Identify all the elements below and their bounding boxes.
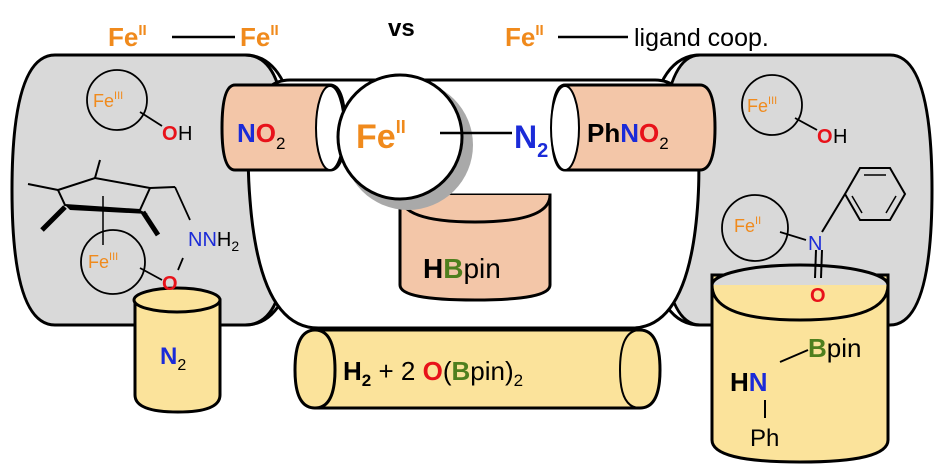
right-bpin-label: Bpin	[808, 333, 861, 363]
phno2-tube	[550, 83, 717, 172]
central-fe: FeII	[356, 117, 406, 156]
fe-iii-circle-right	[741, 74, 803, 136]
central-fe-circle	[336, 73, 512, 210]
fe-iii-circle-top	[86, 69, 148, 131]
left-oxygen-bottom: O	[162, 273, 178, 295]
right-oxygen-bottom: O	[810, 285, 826, 307]
header-left-fe2: FeII	[240, 22, 279, 52]
right-nitrogen: N	[808, 233, 822, 255]
left-oxygen-top: O	[162, 123, 178, 145]
right-ph-label: Ph	[750, 425, 779, 452]
no2-tube	[220, 83, 347, 172]
header-left-fe1: FeII	[108, 22, 147, 52]
right-oxygen-top: O	[817, 126, 833, 148]
no2-label: NO2	[237, 118, 285, 153]
right-hydrogen-top: H	[833, 126, 847, 148]
header-ligand-coop: ligand coop.	[634, 24, 769, 52]
cp-star-ring	[27, 159, 191, 271]
n-b-bond	[779, 349, 809, 363]
central-n2: N2	[514, 119, 548, 162]
phenyl-ring	[821, 167, 907, 233]
right-fe-iii: FeIII	[747, 95, 777, 116]
fe-ii-circle-right	[721, 194, 789, 262]
right-fe-ii: FeII	[734, 215, 761, 236]
left-nnh2: NNH2	[188, 229, 239, 254]
left-hydrogen-top: H	[178, 123, 192, 145]
left-inner-structures	[27, 69, 191, 295]
right-hn-label: HN	[730, 367, 768, 397]
right-inner-structures	[721, 74, 907, 279]
header-right-fe: FeII	[505, 22, 544, 52]
fe-iii-circle-bottom	[80, 229, 146, 295]
hbpin-label: HBpin	[423, 253, 501, 284]
left-fe-iii-top: FeIII	[93, 90, 123, 111]
right-hnbpin-pipe	[710, 263, 890, 464]
bottom-yellow-tube	[293, 328, 662, 410]
bottom-reaction-label: H2 + 2 O(Bpin)2	[343, 356, 523, 390]
hbpin-tube	[398, 193, 552, 302]
left-fe-iii-bottom: FeIII	[88, 251, 118, 272]
left-n2-pipe	[132, 286, 222, 414]
left-pipe-n2: N2	[160, 343, 186, 374]
phno2-label: PhNO2	[587, 118, 669, 153]
header-vs: vs	[388, 15, 415, 42]
